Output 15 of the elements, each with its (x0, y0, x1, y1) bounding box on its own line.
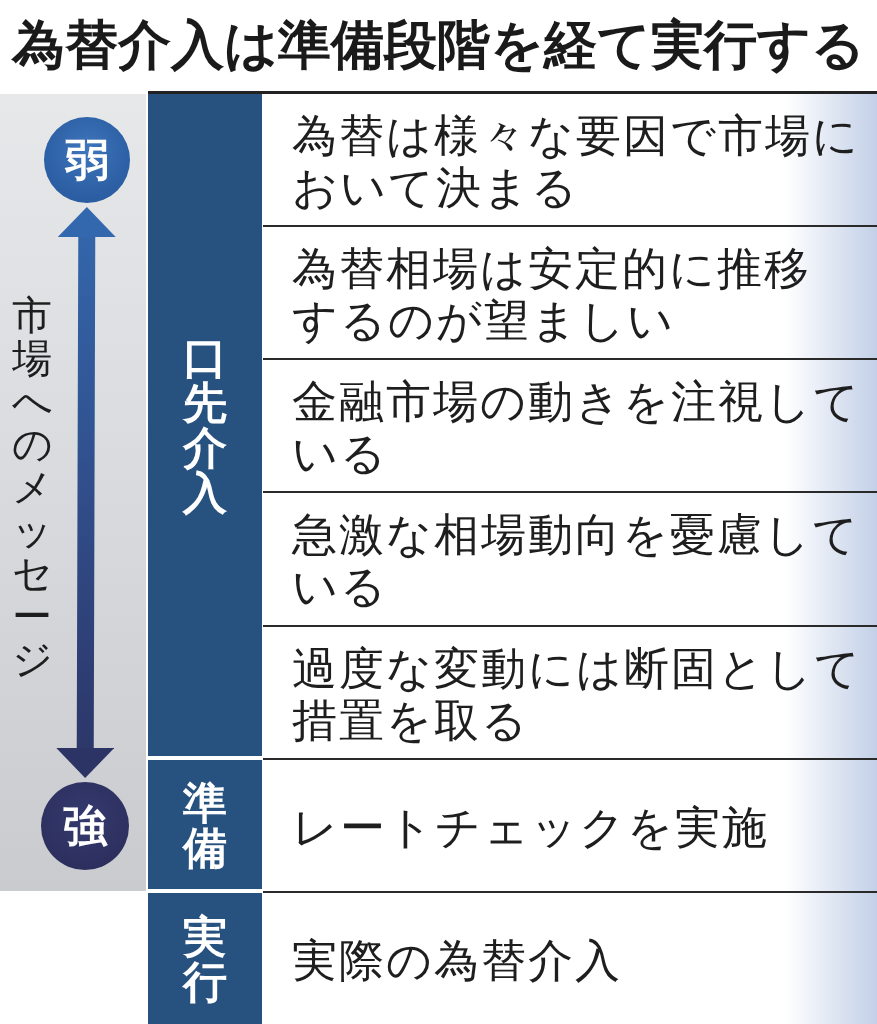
side-panel (0, 94, 146, 891)
stage-band: 実行 (148, 893, 262, 1024)
level-badge: 弱 (44, 117, 130, 203)
statement-cell: 金融市場の動きを注視している (263, 360, 877, 493)
stage-band: 準備 (148, 760, 262, 889)
statement-cell: 過度な変動には断固として措置を取る (263, 627, 877, 760)
statement-cell: レートチェックを実施 (263, 760, 877, 893)
double-arrow (56, 206, 116, 779)
level-badge: 強 (41, 782, 129, 870)
scale-label: 市場へのメッセージ (10, 294, 54, 681)
title: 為替介入は準備段階を経て実行する (12, 14, 865, 76)
statement-cell: 急激な相場動向を憂慮している (263, 493, 877, 627)
statement-cell: 為替相場は安定的に推移するのが望ましい (263, 227, 877, 360)
statement-cell: 為替は様々な要因で市場において決まる (263, 94, 877, 227)
stage-band: 口先介入 (148, 94, 262, 756)
